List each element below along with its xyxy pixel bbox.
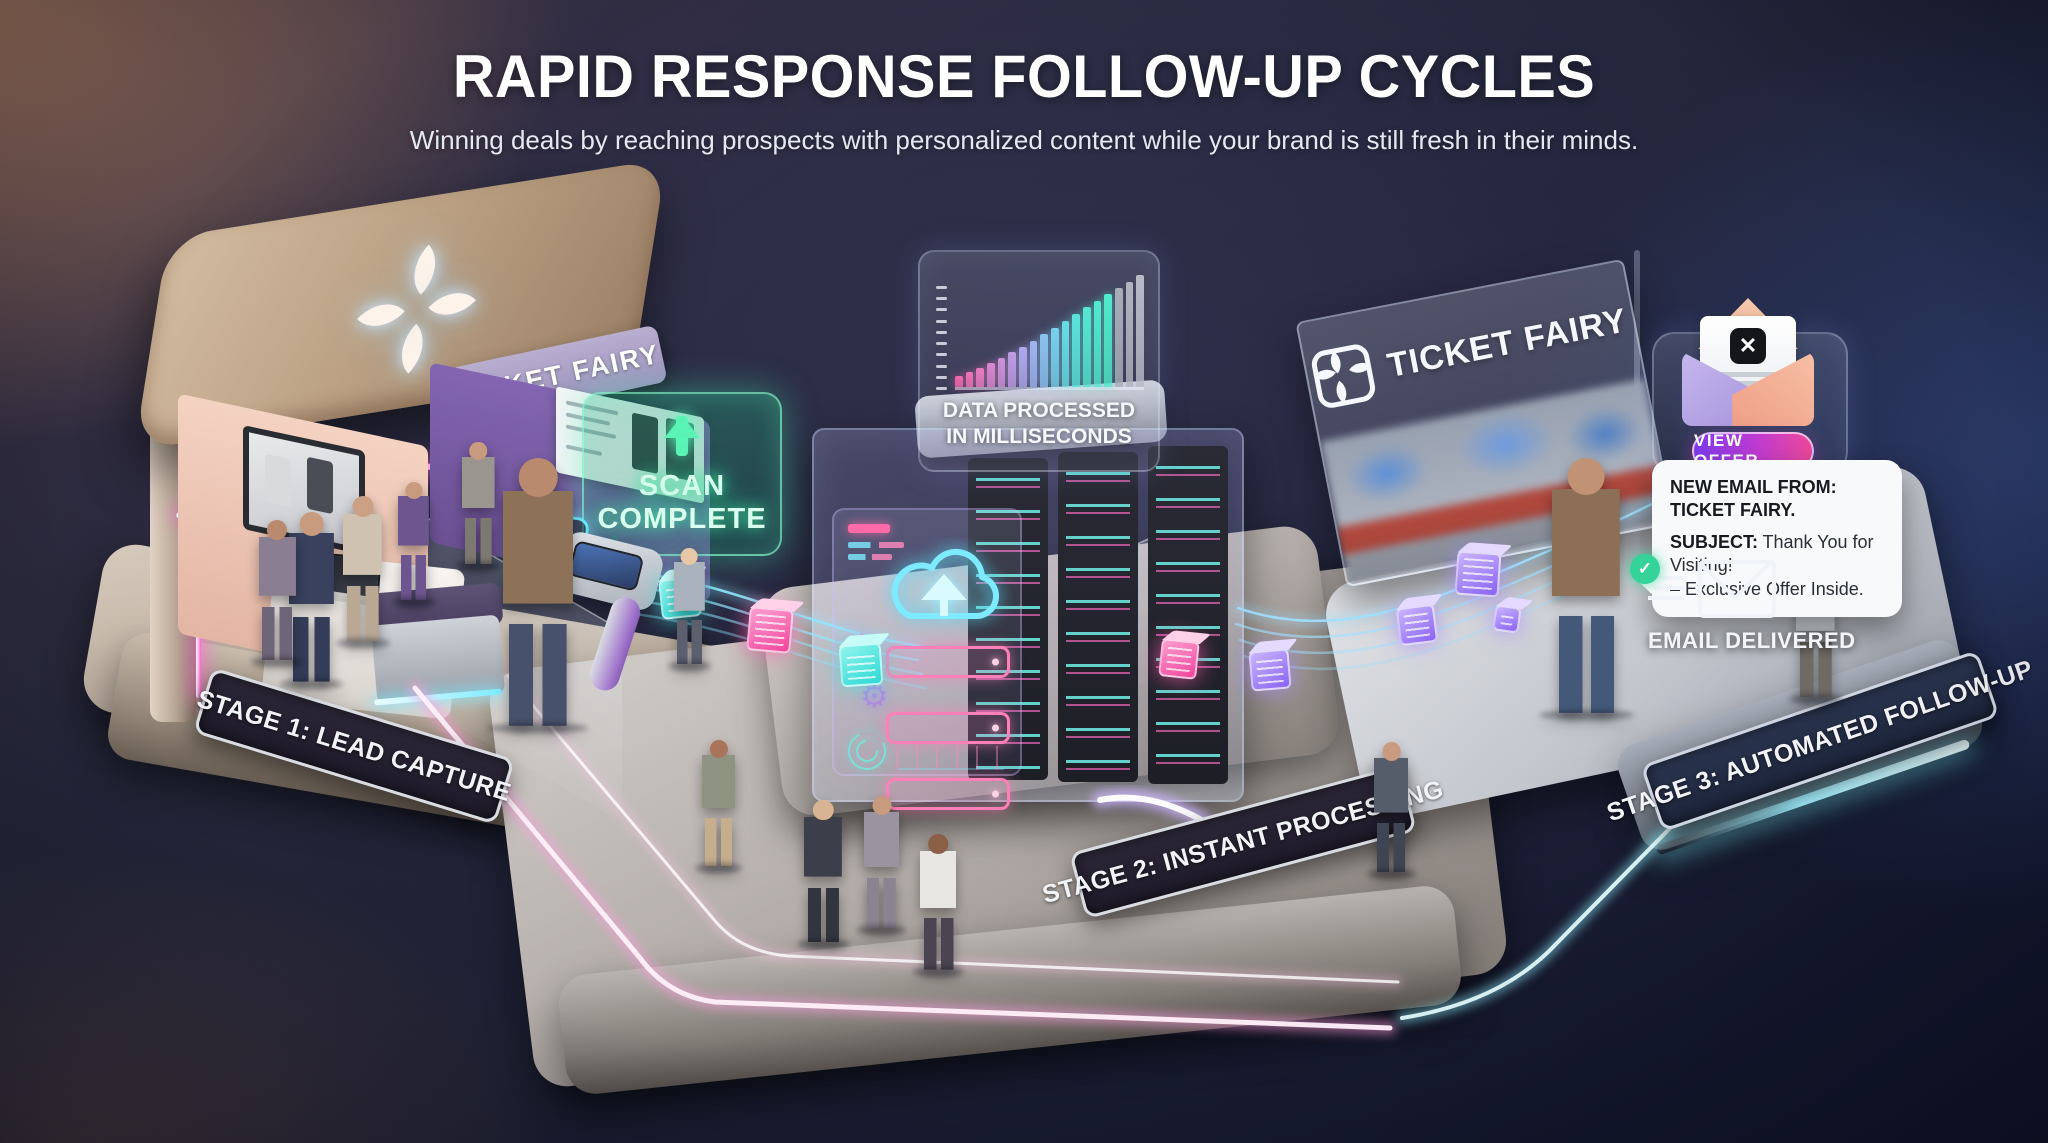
y-axis-tick bbox=[936, 375, 947, 379]
y-axis-tick bbox=[936, 353, 947, 357]
person-nfc-visitor bbox=[498, 458, 579, 726]
data-cube-icon bbox=[746, 606, 794, 654]
scan-complete-badge: SCAN COMPLETE bbox=[582, 392, 782, 556]
chart-panel: DATA PROCESSED IN MILLISECONDS bbox=[918, 250, 1160, 472]
product-image bbox=[265, 453, 291, 508]
chart-bar bbox=[1019, 346, 1027, 387]
chart-bar bbox=[1093, 300, 1102, 387]
chart-bar bbox=[1125, 281, 1134, 387]
flower-logo-icon bbox=[353, 244, 480, 375]
header: RAPID RESPONSE FOLLOW-UP CYCLES Winning … bbox=[0, 42, 2048, 156]
server-rack bbox=[1148, 446, 1228, 784]
chart-bar bbox=[1040, 334, 1049, 387]
person-walkway bbox=[918, 834, 959, 970]
chart-bar bbox=[1008, 352, 1017, 387]
person-attendee bbox=[460, 442, 497, 564]
chart-bar bbox=[1061, 320, 1070, 387]
chart-bar bbox=[1051, 327, 1059, 387]
chart-bar bbox=[1115, 288, 1123, 387]
cloud-upload-icon bbox=[891, 549, 1000, 619]
data-cube-icon bbox=[1395, 603, 1439, 647]
person-walkway bbox=[700, 740, 738, 866]
up-arrow-icon bbox=[676, 416, 688, 456]
server-rack bbox=[1058, 452, 1138, 782]
page-subtitle: Winning deals by reaching prospects with… bbox=[409, 125, 1639, 155]
chart-bar bbox=[987, 363, 995, 387]
data-cube-icon bbox=[1492, 604, 1522, 634]
scan-line1: SCAN bbox=[638, 470, 726, 502]
y-axis-tick bbox=[936, 330, 947, 334]
email-envelope-icon: ✕ bbox=[1682, 298, 1814, 426]
chart-bar bbox=[1104, 294, 1113, 387]
product-image bbox=[307, 456, 333, 515]
person-walkway bbox=[1372, 742, 1411, 872]
y-axis-tick bbox=[936, 342, 947, 346]
server-stack-icon bbox=[886, 712, 1010, 744]
chart-bar bbox=[1029, 341, 1038, 387]
person-prospect-phone bbox=[1548, 458, 1625, 713]
y-axis-tick bbox=[936, 286, 947, 289]
chart-y-ticks bbox=[936, 286, 947, 390]
chart-bar bbox=[1072, 314, 1081, 387]
person-walkway bbox=[862, 796, 902, 928]
person-walkway bbox=[802, 800, 845, 942]
y-axis-tick bbox=[936, 386, 947, 390]
page-title: RAPID RESPONSE FOLLOW-UP CYCLES bbox=[452, 43, 1596, 110]
notif-from-label: NEW EMAIL FROM: bbox=[1670, 477, 1837, 497]
person-attendee bbox=[672, 548, 707, 664]
y-axis-tick bbox=[936, 297, 947, 301]
chart-bar bbox=[976, 367, 985, 387]
notif-from-name: TICKET FAIRY. bbox=[1670, 500, 1796, 521]
check-icon: ✓ bbox=[1630, 554, 1660, 584]
scan-line2: COMPLETE bbox=[597, 503, 767, 536]
y-axis-tick bbox=[936, 364, 947, 368]
y-axis-tick bbox=[936, 319, 947, 323]
data-cube-icon bbox=[838, 642, 884, 688]
data-cube-icon bbox=[1454, 550, 1502, 598]
data-cube-icon bbox=[1158, 638, 1200, 680]
envelope-outline-icon bbox=[1698, 560, 1776, 618]
chart-bar bbox=[955, 375, 963, 387]
person-staff bbox=[396, 482, 432, 600]
email-delivered-label: EMAIL DELIVERED bbox=[1648, 628, 1856, 653]
banner-brand-label: TICKET FAIRY bbox=[1384, 301, 1631, 386]
person-attendee bbox=[341, 496, 385, 641]
chart-bar bbox=[997, 357, 1006, 387]
status-bar bbox=[848, 524, 890, 533]
chart-title: DATA PROCESSED IN MILLISECONDS bbox=[942, 399, 1136, 449]
chart-bar bbox=[1136, 275, 1145, 387]
chart-bar bbox=[965, 372, 974, 387]
bar-chart bbox=[955, 275, 1145, 390]
chart-bar bbox=[1083, 307, 1091, 387]
email-delivered-badge: ✓ EMAIL DELIVERED bbox=[1630, 554, 1856, 654]
server-stack-icon bbox=[886, 778, 1010, 810]
person-attendee bbox=[256, 520, 298, 660]
ticketfairy-logo-icon bbox=[1309, 341, 1378, 410]
data-cube-icon bbox=[1248, 648, 1292, 692]
server-stack-icon bbox=[886, 646, 1010, 678]
y-axis-tick bbox=[936, 308, 947, 312]
circuit-traces bbox=[896, 746, 1006, 770]
